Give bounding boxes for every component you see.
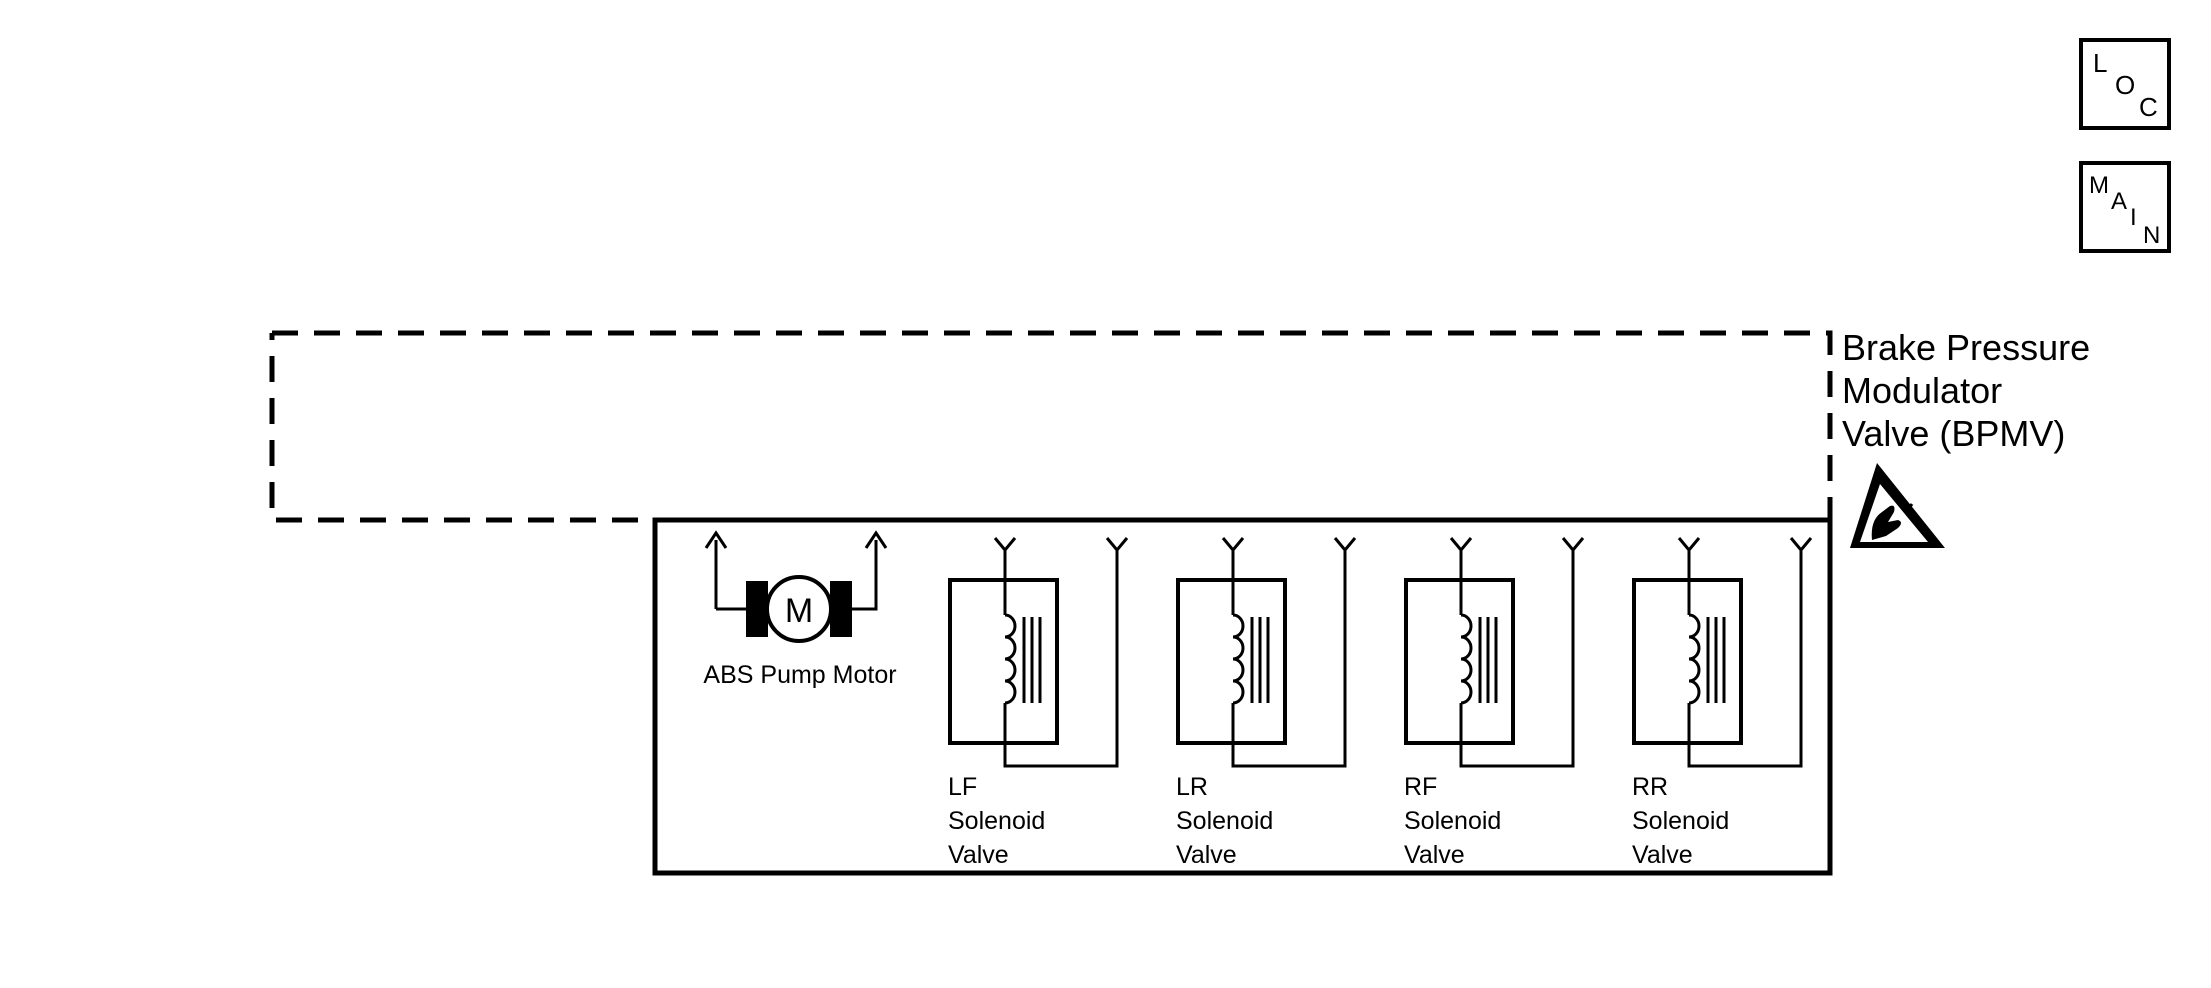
main-badge-letter: A <box>2111 188 2127 215</box>
module-title-line-1: Brake Pressure <box>1842 327 2090 368</box>
solenoid-valve-label: Solenoid <box>1632 807 1729 835</box>
main-badge-letter: N <box>2143 222 2160 249</box>
abs-pump-motor: M <box>704 530 888 643</box>
solenoid-valve-label: Solenoid <box>1176 807 1273 835</box>
pump-motor-label: ABS Pump Motor <box>703 661 896 689</box>
loc-badge-letter: L <box>2093 48 2107 78</box>
pump-motor-symbol: M <box>785 592 813 630</box>
solenoid-valve-label: Solenoid <box>1404 807 1501 835</box>
solenoid-valve-label: LF <box>948 773 977 801</box>
solenoid-valve-label: LR <box>1176 773 1208 801</box>
solenoid-valve-label: RR <box>1632 773 1668 801</box>
solenoid-valve-label: Valve <box>1176 841 1237 869</box>
loc-badge-letter: C <box>2139 92 2158 122</box>
module-title-line-2: Modulator <box>1842 370 2002 411</box>
main-badge-letter: I <box>2130 204 2137 231</box>
solenoid-valve-label: Valve <box>948 841 1009 869</box>
esd-warning-icon <box>1850 463 1945 548</box>
loc-badge-letter: O <box>2115 70 2135 100</box>
loc-badge[interactable]: L O C <box>2079 38 2171 130</box>
solenoid-valve-label: Valve <box>1632 841 1693 869</box>
solenoid-valve-label: RF <box>1404 773 1437 801</box>
module-title-line-3: Valve (BPMV) <box>1842 413 2065 454</box>
solenoid-valve-label: Valve <box>1404 841 1465 869</box>
main-badge[interactable]: M A I N <box>2079 161 2171 253</box>
bpmv-solid-outline <box>652 517 1833 876</box>
main-badge-letter: M <box>2089 172 2109 199</box>
solenoid-valve-label: Solenoid <box>948 807 1045 835</box>
bpmv-dashed-outline <box>269 330 1833 523</box>
